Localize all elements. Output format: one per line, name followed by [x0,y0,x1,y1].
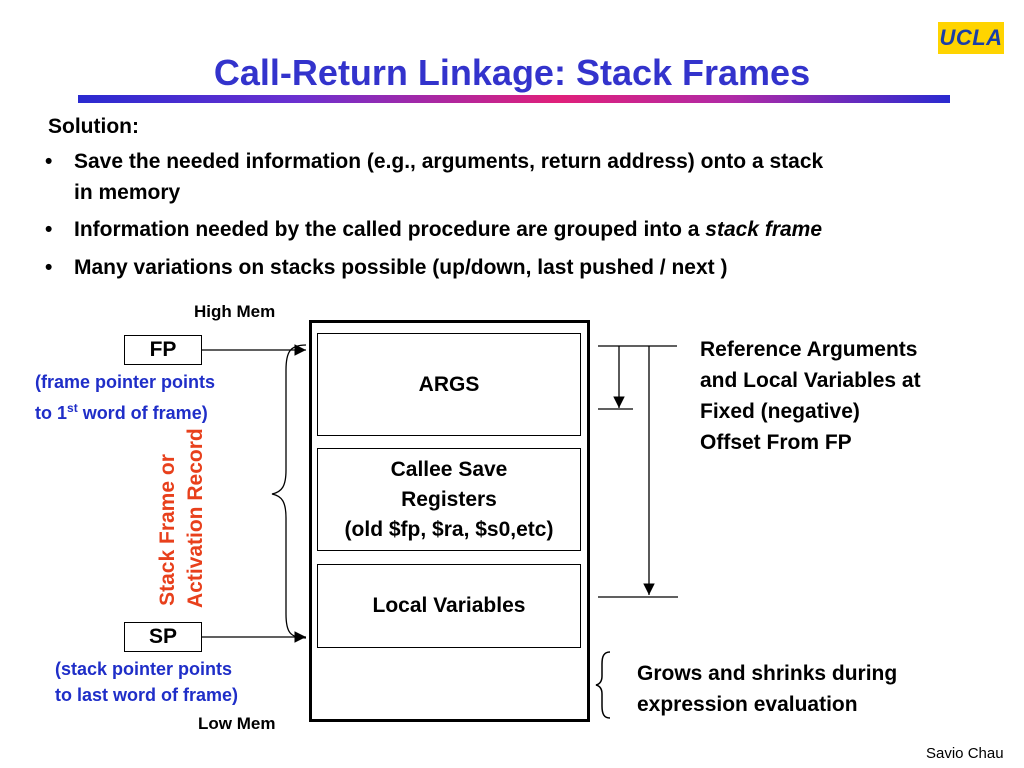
fp-note-suffix: word of frame) [77,403,208,423]
stack-frame-label: Stack Frame or Activation Record [154,428,214,608]
grow-note-line-2: expression evaluation [637,693,858,716]
reference-note-line-1: Reference Arguments [700,338,918,361]
bullet-2: Information needed by the called procedu… [74,214,822,245]
fp-note-prefix: to 1 [35,403,68,423]
args-label: ARGS [418,372,480,396]
args-section: ARGS [317,333,581,436]
solution-heading: Solution: [48,115,139,138]
stack-frame-brace [271,344,307,639]
sp-register-box: SP [124,622,202,652]
fp-note-superscript: st [67,401,78,415]
callee-label-line-2: Registers [401,487,497,511]
sp-label: SP [148,625,177,648]
reference-note-line-4: Offset From FP [700,431,852,454]
stack-frame-label-line-2: Activation Record [184,428,207,608]
reference-note-line-3: Fixed (negative) [700,400,860,423]
stack-frame-label-line-1: Stack Frame or [156,454,179,606]
reference-note-line-2: and Local Variables at [700,369,921,392]
local-variables-section: Local Variables [317,564,581,648]
fp-note-line-1: (frame pointer points [35,372,216,392]
callee-label-line-1: Callee Save [390,457,508,481]
slide-title: Call-Return Linkage: Stack Frames [213,52,811,93]
bullet-1-line-2: in memory [74,181,181,204]
reference-note: Reference Arguments and Local Variables … [700,334,921,458]
bullet-3: Many variations on stacks possible (up/d… [74,256,728,279]
grow-brace [595,651,611,719]
author-footer: Savio Chau [926,745,1004,762]
fp-note-line-2: to 1st word of frame) [35,395,208,426]
callee-label-line-3: (old $fp, $ra, $s0,etc) [344,517,554,541]
callee-save-section: Callee Save Registers (old $fp, $ra, $s0… [317,448,581,551]
bullet-marker: • [45,150,53,173]
title-underline [78,95,950,103]
fp-label: FP [149,338,177,361]
bullet-marker: • [45,256,53,279]
sp-note-line-2: to last word of frame) [55,685,239,705]
locals-label: Local Variables [372,594,526,617]
high-mem-label: High Mem [194,302,276,321]
sp-note-line-1: (stack pointer points [55,659,233,679]
bullet-2-text: Information needed by the called procedu… [74,218,706,241]
memory-stack-box [309,320,590,722]
low-mem-label: Low Mem [198,714,276,733]
fp-register-box: FP [124,335,202,365]
bullet-2-emphasis: stack frame [705,218,823,241]
grow-note-line-1: Grows and shrinks during [637,662,898,685]
grow-note: Grows and shrinks during expression eval… [637,658,897,720]
ucla-logo: UCLA [938,22,1004,54]
bullet-1-line-1: Save the needed information (e.g., argum… [74,150,824,173]
bullet-marker: • [45,218,53,241]
